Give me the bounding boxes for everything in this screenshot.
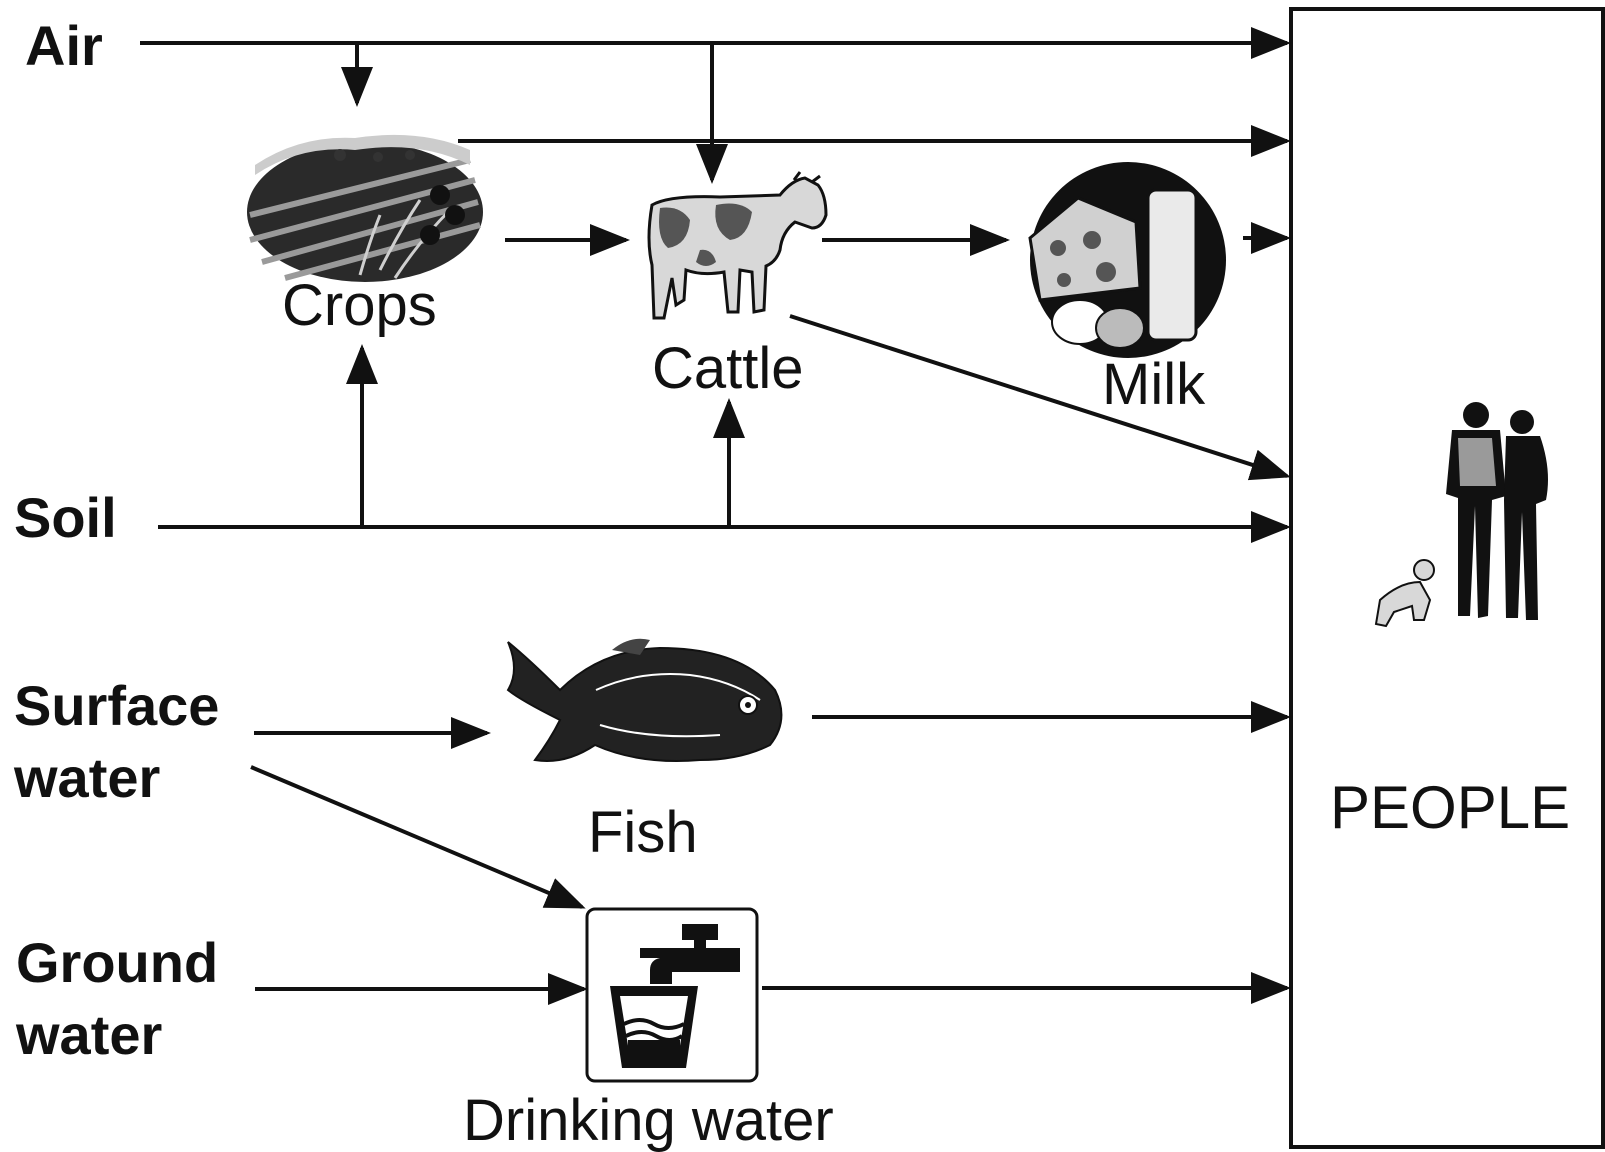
source-surface-water-label-line1: Surface <box>14 674 219 737</box>
source-air-label: Air <box>25 14 103 77</box>
drinking-water-label: Drinking water <box>463 1088 834 1152</box>
fish-icon <box>508 639 781 761</box>
fish-label: Fish <box>588 800 698 865</box>
crops-field-icon <box>247 135 483 282</box>
cheese-milk-icon <box>1030 162 1226 358</box>
source-surface-water-label-line2: water <box>13 746 160 809</box>
people-family-icon <box>1376 402 1548 626</box>
people-label: PEOPLE <box>1330 774 1570 841</box>
milk-label: Milk <box>1102 352 1206 417</box>
arrow-surface-water-to-drinking-water <box>251 767 582 907</box>
source-ground-water-label-line1: Ground <box>16 931 218 994</box>
water-tap-icon <box>587 909 757 1081</box>
cattle-label: Cattle <box>652 336 804 401</box>
cow-icon <box>649 172 826 318</box>
source-ground-water-label-line2: water <box>15 1003 162 1066</box>
people-box <box>1291 9 1603 1147</box>
crops-label: Crops <box>282 273 437 338</box>
source-soil-label: Soil <box>14 486 117 549</box>
arrow-cattle-to-people <box>790 316 1287 476</box>
